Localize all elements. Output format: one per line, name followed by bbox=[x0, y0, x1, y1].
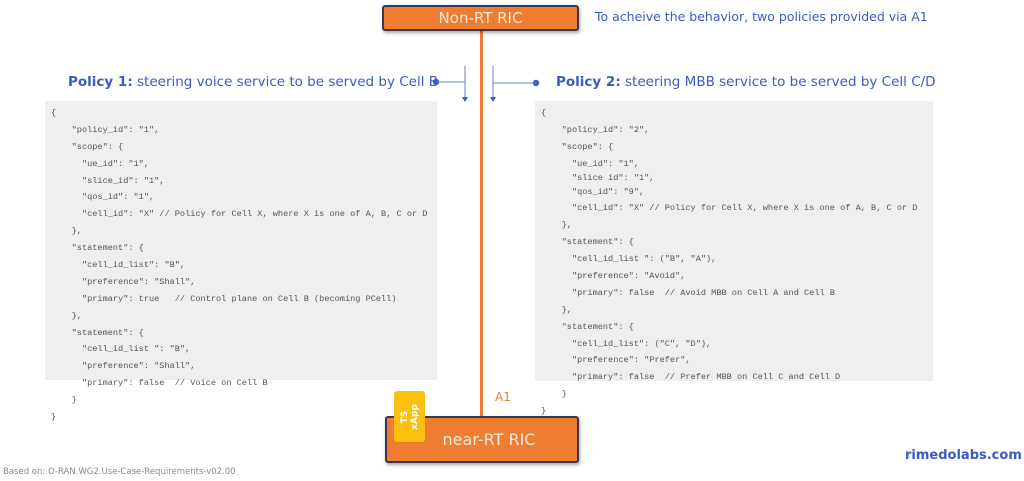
code-line: } bbox=[541, 389, 567, 400]
code-line: "ue_id": "1", bbox=[51, 158, 149, 169]
policy2-title-bold: Policy 2: bbox=[556, 74, 621, 90]
code-line: "cell_id_list": ("C", "D"), bbox=[541, 338, 712, 349]
header-note: To acheive the behavior, two policies pr… bbox=[595, 9, 928, 24]
brand-link[interactable]: rimedolabs.com bbox=[905, 448, 1022, 463]
code-line: }, bbox=[51, 226, 82, 237]
code-line: { bbox=[541, 108, 547, 118]
code-line: "statement": { bbox=[541, 237, 634, 248]
a1-interface-label: A1 bbox=[495, 390, 511, 404]
policy2-connector bbox=[490, 66, 540, 102]
policy2-title: Policy 2: steering MBB service to be ser… bbox=[556, 74, 936, 90]
code-line: "cell_id": "X" // Policy for Cell X, whe… bbox=[51, 209, 428, 220]
code-line: "primary": true // Control plane on Cell… bbox=[51, 293, 397, 304]
code-line: "statement": { bbox=[51, 243, 144, 254]
code-line: }, bbox=[51, 310, 82, 321]
policy1-title: Policy 1: steering voice service to be s… bbox=[68, 74, 438, 90]
code-line: "qos_id": "1", bbox=[51, 192, 155, 203]
code-line: "primary": false // Avoid MBB on Cell A … bbox=[541, 287, 835, 298]
code-line: "cell_id_list ": "B", bbox=[51, 344, 191, 355]
code-line: "policy_id": "2", bbox=[541, 124, 650, 135]
source-note: Based on: O-RAN.WG2.Use-Case-Requirement… bbox=[3, 467, 236, 477]
code-line: "scope": { bbox=[51, 141, 124, 152]
code-line: "preference": "Prefer", bbox=[541, 355, 691, 366]
near-rt-ric-label: near-RT RIC bbox=[442, 430, 536, 449]
code-line: "cell_id": "X" // Policy for Cell X, whe… bbox=[541, 203, 918, 214]
code-line: }, bbox=[541, 220, 572, 231]
code-line: "scope": { bbox=[541, 141, 614, 152]
xapp-label-line1: TS bbox=[399, 410, 410, 423]
code-line: } bbox=[51, 395, 77, 406]
code-line: } bbox=[51, 412, 57, 423]
code-line: "slice id": "1", bbox=[541, 172, 655, 183]
code-line: "statement": { bbox=[51, 327, 144, 338]
code-line: } bbox=[541, 406, 547, 417]
code-line: "slice_id": "1", bbox=[51, 175, 165, 186]
non-rt-ric-box: Non-RT RIC bbox=[382, 5, 579, 31]
code-line: { bbox=[51, 108, 57, 118]
policy1-title-bold: Policy 1: bbox=[68, 74, 133, 90]
code-line: "primary": false // Prefer MBB on Cell C… bbox=[541, 372, 841, 383]
code-line: "statement": { bbox=[541, 321, 634, 332]
policy1-code-panel: { "policy_id": "1", "scope": { "ue_id": … bbox=[45, 101, 437, 422]
policy2-title-text: steering MBB service to be served by Cel… bbox=[620, 74, 936, 90]
code-line: "ue_id": "1", bbox=[541, 158, 639, 169]
code-line: "qos_id": "9", bbox=[541, 186, 645, 197]
code-line: "preference": "Shall", bbox=[51, 361, 196, 372]
policy1-connector bbox=[432, 66, 468, 102]
code-line: "cell_id_list ": ("B", "A"), bbox=[541, 254, 717, 265]
code-line: "cell_id_list": "B", bbox=[51, 260, 186, 271]
code-line: "preference": "Avoid", bbox=[541, 271, 686, 282]
non-rt-ric-label: Non-RT RIC bbox=[438, 9, 523, 27]
code-line: }, bbox=[541, 304, 572, 315]
policy2-code-panel: { "policy_id": "2", "scope": { "ue_id": … bbox=[535, 101, 933, 416]
code-line: "policy_id": "1", bbox=[51, 124, 160, 135]
xapp-label-line2: xApp bbox=[409, 403, 420, 430]
a1-interface-line bbox=[480, 31, 483, 417]
code-line: "primary": false // Voice on Cell B bbox=[51, 378, 268, 389]
policy1-title-text: steering voice service to be served by C… bbox=[132, 74, 439, 90]
code-line: "preference": "Shall", bbox=[51, 276, 196, 287]
